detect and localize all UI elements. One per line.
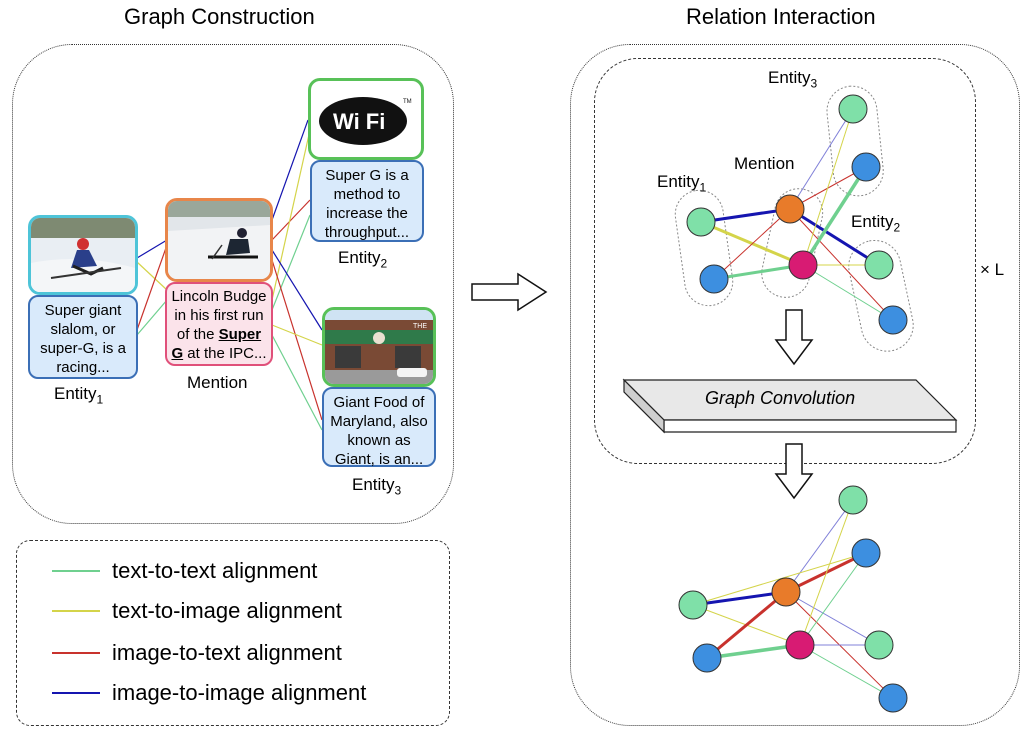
entity1-image: [28, 215, 138, 295]
edge-mimg-e2img: [271, 119, 309, 221]
entity2-image-node: [878, 305, 908, 335]
rel-edge-7: [789, 207, 880, 267]
out-edge-12: [799, 644, 894, 699]
edge-mtext-e3text: [271, 334, 323, 431]
skier-image: [31, 218, 135, 292]
edge-e1text-mimg: [136, 244, 168, 331]
entity3-text: Giant Food of Maryland, also known as Gi…: [322, 387, 436, 468]
entity3-image: THE: [322, 307, 436, 387]
wifi-logo-tm: TM: [403, 99, 412, 105]
layer-box: [594, 58, 976, 464]
edge-mimg-e3img: [271, 249, 323, 331]
edge-e1img-mtext: [136, 261, 168, 291]
rel-entity2-label: Entity2: [851, 212, 901, 235]
legend-image-image: image-to-image alignment: [112, 680, 367, 705]
entity2-image: Wi Fi TM: [308, 78, 424, 160]
mention-image-node: [775, 194, 805, 224]
store-sign: THE: [413, 323, 427, 330]
right-arrow-icon: [471, 272, 548, 312]
graph-construction-title: Graph Construction: [124, 4, 315, 29]
out-edge-3: [706, 590, 787, 660]
down-arrow-icon: [774, 309, 814, 366]
relation-interaction-panel: [570, 44, 1020, 726]
relation-interaction-title: Relation Interaction: [686, 4, 876, 29]
entity3-label: Entity3: [352, 475, 402, 498]
out-mention-image-node: [771, 577, 801, 607]
sit-ski-image: [168, 201, 270, 279]
entity1-group: [674, 189, 734, 307]
rel-entity1-label: Entity1: [657, 172, 707, 195]
edge-mimg-e3text: [271, 259, 323, 421]
legend-text-image: text-to-image alignment: [112, 598, 342, 623]
mention-text: Lincoln Budge in his first run of the Su…: [165, 282, 273, 366]
out-edge-5: [785, 499, 854, 593]
out-entity1-text-node: [678, 590, 708, 620]
rel-edge-12: [802, 264, 894, 321]
entity1-label: Entity1: [54, 384, 104, 407]
legend-line-image-text: [52, 652, 100, 654]
legend-line-image-image: [52, 692, 100, 694]
legend-box: [16, 540, 450, 726]
edge-mtext-e2text: [271, 214, 311, 311]
out-entity2-image-node: [878, 683, 908, 713]
out-entity3-image-node: [851, 538, 881, 568]
out-edge-10: [799, 499, 854, 646]
entity1-text: Super giant slalom, or super-G, is a rac…: [28, 295, 138, 379]
rel-mention-label: Mention: [734, 154, 795, 173]
entity2-group: [848, 239, 914, 352]
graph-construction-panel: [12, 44, 454, 524]
out-entity3-text-node: [838, 485, 868, 515]
graph-convolution-label: Graph Convolution: [705, 388, 856, 408]
out-edge-1: [692, 590, 787, 607]
legend-text-text: text-to-text alignment: [112, 558, 318, 583]
out-edge-13: [692, 552, 867, 606]
out-entity1-image-node: [692, 643, 722, 673]
legend-line-text-text: [52, 570, 100, 572]
entity3-image-node: [851, 152, 881, 182]
layers-label: × L: [980, 260, 1005, 279]
rel-entity3-label: Entity3: [768, 68, 818, 91]
out-edge-4: [706, 643, 801, 660]
out-edge-9: [799, 552, 867, 646]
down-arrow-icon-2: [774, 443, 814, 500]
legend-image-text: image-to-text alignment: [112, 640, 342, 665]
mention-text-node: [788, 250, 818, 280]
entity2-label: Entity2: [338, 248, 388, 271]
edge-e1text-mtext: [136, 299, 168, 336]
rel-edge-10: [802, 108, 854, 266]
out-edge-7: [785, 591, 880, 646]
wifi-logo-wi: Wi Fi: [333, 109, 385, 134]
edge-mtext-e3img: [271, 324, 323, 346]
edge-mtext-e2img: [271, 129, 311, 301]
rel-edge-4: [713, 263, 804, 281]
out-mention-text-node: [785, 630, 815, 660]
legend-line-text-image: [52, 610, 100, 612]
graph-convolution-block: [622, 378, 958, 434]
out-entity2-text-node: [864, 630, 894, 660]
entity1-image-node: [699, 264, 729, 294]
store-image: THE: [325, 310, 433, 384]
entity2-text-node: [864, 250, 894, 280]
rel-edge-9: [801, 166, 868, 266]
rel-edge-3: [713, 208, 791, 280]
entity3-group: [826, 85, 884, 197]
rel-edge-1: [700, 207, 791, 224]
entity2-text: Super G is a method to increase the thro…: [310, 160, 424, 242]
mention-label: Mention: [187, 373, 248, 392]
edge-mimg-e2text: [271, 199, 311, 241]
edge-e1img-mimg: [136, 239, 168, 259]
entity3-text-node: [838, 94, 868, 124]
wifi-logo: Wi Fi TM: [319, 97, 412, 145]
entity1-text-node: [686, 207, 716, 237]
mention-image: [165, 198, 273, 282]
rel-edge-5: [789, 108, 854, 210]
